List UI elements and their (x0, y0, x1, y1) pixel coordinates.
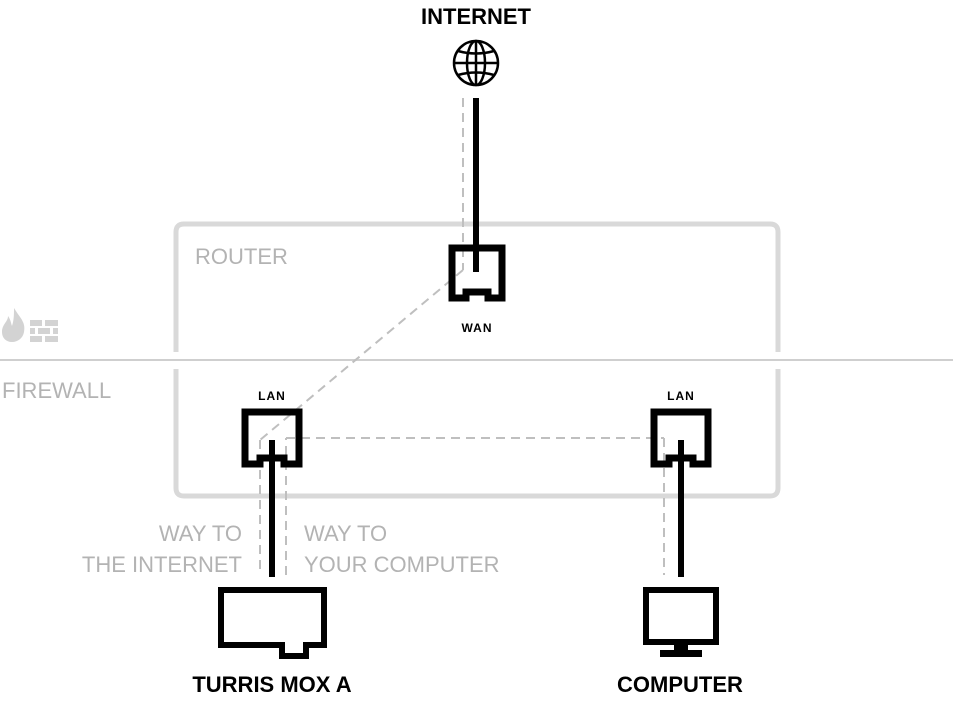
turris-mox-device-icon (218, 587, 327, 659)
lan-left-port-icon (241, 408, 303, 468)
computer-label: COMPUTER (617, 672, 743, 697)
firewall-label: FIREWALL (2, 378, 111, 403)
wan-port-icon (448, 244, 506, 302)
lan-left-label: LAN (258, 389, 286, 403)
monitor-icon (643, 587, 719, 657)
way-to-computer-line2: YOUR COMPUTER (304, 552, 500, 577)
way-to-internet-line1: WAY TO (159, 521, 242, 546)
globe-icon (452, 39, 500, 87)
turris-label: TURRIS MOX A (192, 672, 351, 697)
router-label: ROUTER (195, 244, 288, 269)
wan-label: WAN (462, 321, 493, 335)
way-to-internet-line2: THE INTERNET (82, 552, 242, 577)
router-box-bottom (173, 369, 781, 499)
dashed-path-internet (259, 98, 464, 575)
lan-right-port-icon (650, 408, 712, 468)
firewall-icon (2, 308, 58, 342)
lan-right-label: LAN (667, 389, 695, 403)
internet-label: INTERNET (421, 4, 532, 29)
way-to-computer-line1: WAY TO (304, 521, 387, 546)
